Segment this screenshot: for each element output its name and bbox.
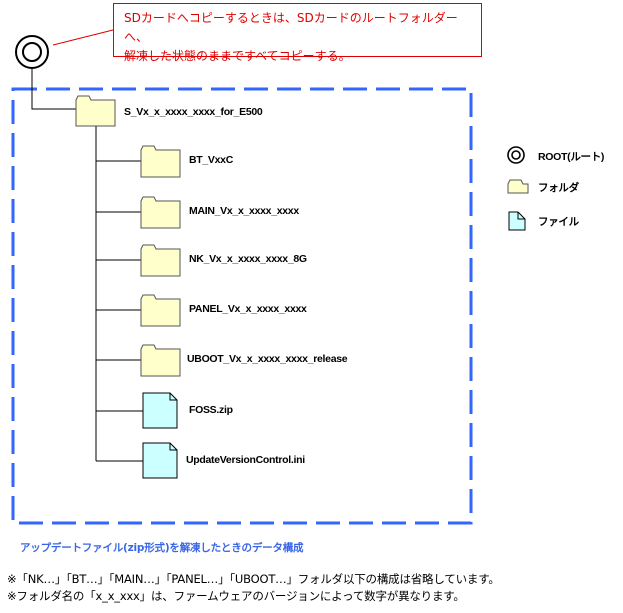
note-1: ※「NK…」「BT…」「MAIN…」「PANEL…」「UBOOT…」フォルダ以下… [7,572,500,586]
callout-line-2: 解凍した状態のままですべてコピーする。 [124,49,351,63]
file-label: FOSS.zip [189,404,233,416]
folder-label: PANEL_Vx_x_xxxx_xxxx [189,303,307,315]
zip-contents-box [11,87,473,525]
legend-file-icon [508,211,526,231]
file-label: UpdateVersionControl.ini [186,454,305,466]
root-icon [15,35,49,69]
connector-root [31,69,76,110]
file-icon [142,442,178,479]
callout-pointer [52,29,114,46]
folder-label: BT_VxxC [189,154,234,166]
root-folder-icon [75,95,116,127]
folder-label: MAIN_Vx_x_xxxx_xxxx [189,205,299,217]
legend-folder-label: フォルダ [538,182,579,194]
legend-folder-icon [507,179,529,194]
callout-line-1: SDカードへコピーするときは、SDカードのルートフォルダーへ、 [124,11,458,44]
folder-icon [140,196,181,229]
folder-icon [140,145,181,178]
folder-label: NK_Vx_x_xxxx_xxxx_8G [189,253,307,265]
folder-label: UBOOT_Vx_x_xxxx_xxxx_release [187,353,348,365]
legend-root-label: ROOT(ルート) [538,151,605,163]
folder-icon [140,294,181,327]
file-icon [142,392,178,429]
copy-instruction-callout: SDカードへコピーするときは、SDカードのルートフォルダーへ、 解凍した状態のま… [113,3,482,63]
diagram-caption: アップデートファイル(zip形式)を解凍したときのデータ構成 [20,542,304,554]
folder-icon [140,244,181,277]
root-folder-label: S_Vx_x_xxxx_xxxx_for_E500 [124,106,263,118]
legend-file-label: ファイル [538,216,579,228]
legend-root-icon [507,146,525,164]
note-2: ※フォルダ名の「x_x_xxx」は、ファームウェアのバージョンによって数字が異な… [7,589,465,603]
folder-icon [140,344,181,377]
